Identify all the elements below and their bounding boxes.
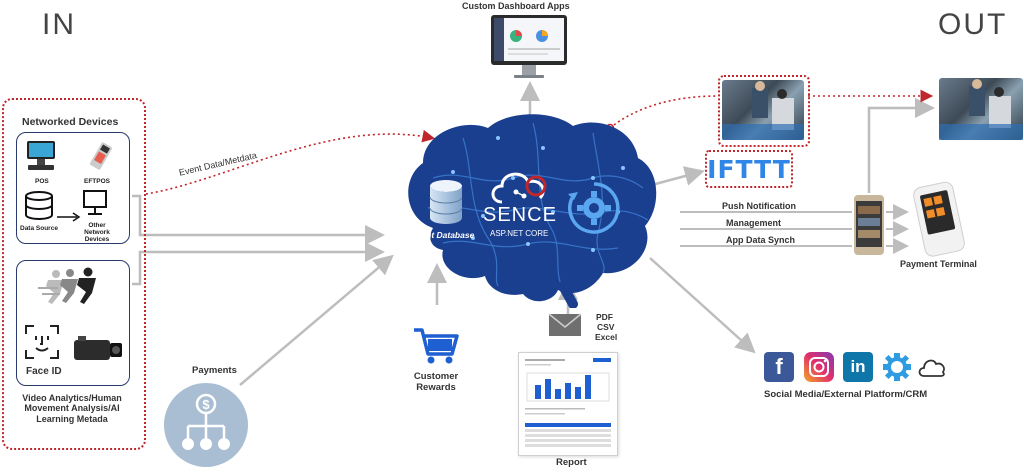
camera-feed-highlight <box>718 75 810 147</box>
linkedin-icon: in <box>843 352 873 382</box>
asp-label: ASP.NET CORE <box>490 229 549 238</box>
erp-gear-icon <box>882 352 912 382</box>
customer-rewards-label: Customer Rewards <box>413 371 459 393</box>
report-document <box>518 352 618 456</box>
cctv-camera-icon <box>72 334 124 368</box>
smartphone-icon <box>853 194 885 256</box>
cloud-icon <box>917 356 947 378</box>
social-media-label: Social Media/External Platform/CRM <box>764 389 928 400</box>
database-icon <box>24 191 58 221</box>
dashboard-label: Custom Dashboard Apps <box>462 1 570 11</box>
payments-icon: $ <box>163 382 249 468</box>
camera-feed-image <box>722 80 804 140</box>
running-person-icon <box>34 266 104 306</box>
payment-terminal-icon <box>905 180 975 258</box>
payments-label: Payments <box>192 365 237 376</box>
payment-terminal-label: Payment Terminal <box>900 259 977 269</box>
computer-icon <box>82 190 108 216</box>
facebook-icon: f <box>764 352 794 382</box>
ifttt-badge: IFTTT <box>705 150 793 188</box>
face-id-icon <box>24 324 60 360</box>
envelope-icon <box>548 313 582 337</box>
eftpos-icon <box>86 142 116 170</box>
event-database-icon <box>428 178 464 228</box>
brain-graphic <box>393 108 659 309</box>
report-format-excel: Excel <box>595 332 618 342</box>
out-heading: OUT <box>938 8 1008 41</box>
pos-label: POS <box>35 178 49 185</box>
management-label: Management <box>726 218 782 228</box>
pos-icon <box>24 140 58 172</box>
ifttt-logo-text: IFTTT <box>707 154 791 184</box>
video-analytics-caption: Video Analytics/Human Movement Analysis/… <box>22 393 122 424</box>
instagram-icon <box>804 352 834 382</box>
gear-sync-icon <box>566 180 622 236</box>
shopping-cart-icon <box>412 326 460 366</box>
in-heading: IN <box>42 8 76 41</box>
svg-text:$: $ <box>202 397 210 412</box>
input-sources-group <box>2 98 146 450</box>
push-notification-label: Push Notification <box>722 201 796 211</box>
other-devices-label: Other Network Devices <box>84 222 110 244</box>
eftpos-label: EFTPOS <box>84 178 111 185</box>
camera-feed-output-image <box>939 78 1023 140</box>
event-database-label: Event Database <box>411 230 475 240</box>
networked-devices-title: Networked Devices <box>22 116 119 128</box>
data-source-label: Data Source <box>20 225 58 232</box>
report-label: Report <box>556 457 587 468</box>
report-format-pdf: PDF <box>596 312 613 322</box>
dashboard-monitor-icon <box>490 14 568 84</box>
report-format-csv: CSV <box>597 322 615 332</box>
sence-title: SENCE <box>483 204 557 226</box>
sence-logo-icon <box>488 166 554 208</box>
face-id-label: Face ID <box>26 366 62 377</box>
app-data-synch-label: App Data Synch <box>726 235 796 245</box>
arrow-right-icon <box>57 209 81 222</box>
